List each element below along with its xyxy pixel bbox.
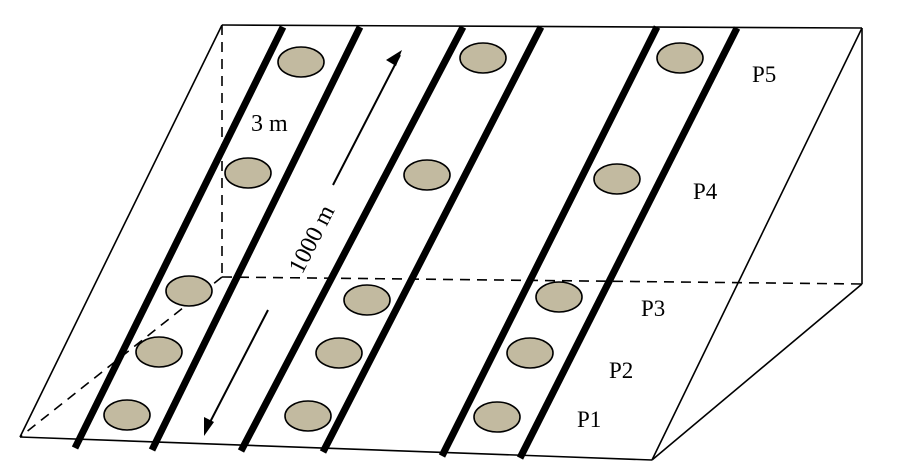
plot-ellipse (284, 400, 332, 432)
strip-2-right-line (319, 25, 545, 454)
plot-ellipse (315, 337, 363, 369)
slope-top-edge (221, 24, 863, 29)
plot-ellipse (277, 46, 325, 78)
strip-1-right-line (148, 25, 364, 452)
visible-edges (19, 24, 863, 461)
length-arrow-down-head (204, 417, 214, 436)
strip-1-left-line (71, 25, 287, 450)
plot-ellipse (135, 336, 183, 368)
hidden-back-bottom-edge (221, 276, 863, 285)
plot-ellipse (593, 163, 641, 195)
plot-ellipse (224, 157, 272, 189)
plot-ellipse (656, 42, 704, 74)
strip-3-left-line (438, 25, 661, 458)
plot-label-p2: P2 (609, 358, 633, 383)
hidden-edges (19, 25, 863, 438)
length-arrow (204, 50, 402, 436)
strip-2-left-line (237, 25, 467, 453)
plot-ellipse (535, 281, 583, 313)
length-label: 1000 m (284, 201, 340, 278)
plot-label-p5: P5 (752, 62, 776, 87)
plot-label-p4: P4 (693, 179, 718, 204)
plot-label-p3: P3 (641, 296, 665, 321)
length-arrow-up-head (386, 50, 402, 66)
strip-lines (71, 25, 741, 460)
plot-ellipse (506, 337, 554, 369)
plot-ellipse (343, 284, 391, 316)
length-arrow-upper-shaft (332, 54, 401, 186)
length-arrow-lower-shaft (206, 309, 269, 429)
plot-label-p1: P1 (577, 407, 601, 432)
plot-ellipse (403, 159, 451, 191)
right-bottom-edge (651, 283, 863, 461)
slope-left-edge (19, 24, 223, 438)
strip-3-right-line (516, 26, 741, 460)
plot-ellipse (473, 401, 521, 433)
sample-plots (103, 42, 704, 433)
plot-ellipse (459, 42, 507, 74)
slope-bottom-edge (19, 436, 653, 461)
width-label: 3 m (251, 111, 288, 137)
slope-right-edge (651, 27, 863, 461)
plot-ellipse (103, 399, 151, 431)
plot-ellipse (165, 275, 213, 307)
